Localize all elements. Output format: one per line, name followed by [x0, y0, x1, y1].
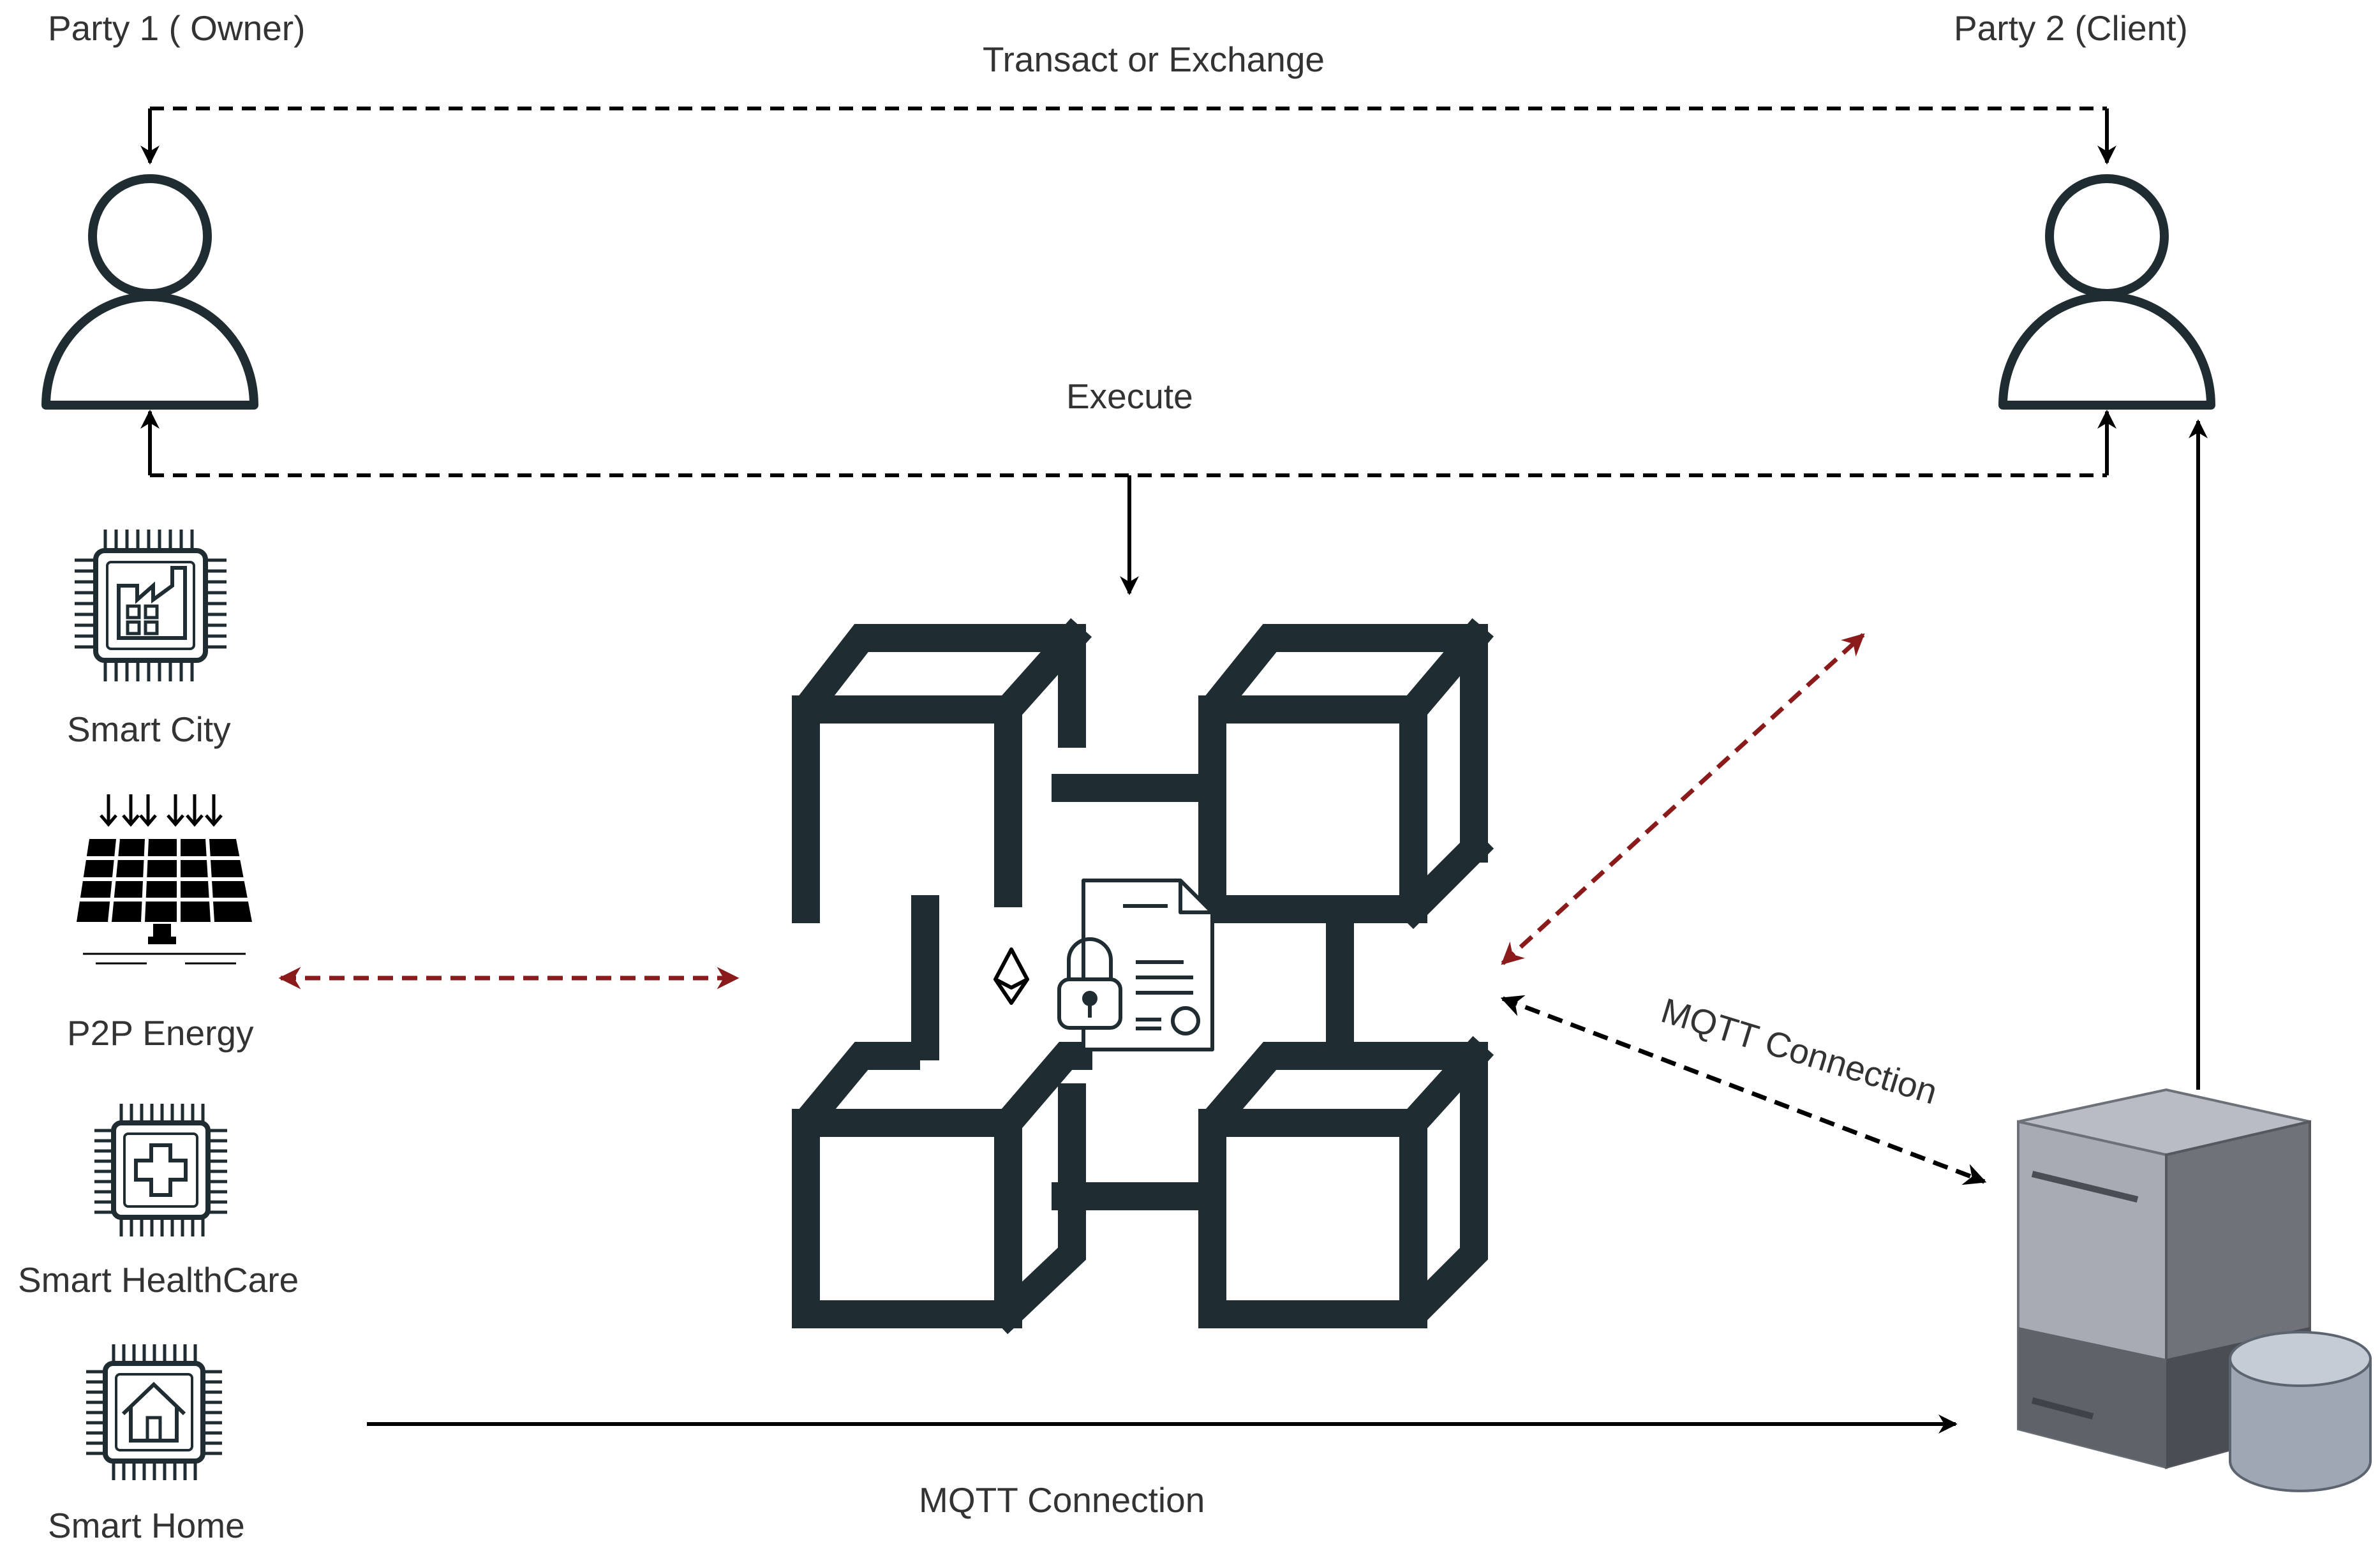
mqtt-server-label: MQTT Connection: [1656, 990, 1942, 1111]
party-owner-label: Party 1 ( Owner): [48, 8, 305, 48]
smart-healthcare-label: Smart HealthCare: [18, 1260, 299, 1300]
smart-home-label: Smart Home: [48, 1506, 245, 1545]
ethereum-icon: [993, 947, 1029, 1005]
smart-city-label: Smart City: [67, 709, 231, 749]
padlock-icon: [1057, 937, 1122, 1030]
blockchain-cube-bottom-right: [1198, 1035, 1494, 1328]
party-owner-person-icon: [41, 174, 258, 410]
transact-exchange-arrow: [140, 107, 2116, 165]
blockchain-cubes-icon: [792, 618, 1494, 1335]
smart-city-chip-factory-icon: [75, 530, 227, 681]
transact-label: Transact or Exchange: [983, 40, 1325, 79]
blockchain-cube-bottom-left: [792, 1042, 1092, 1335]
smart-home-chip-house-icon: [86, 1344, 222, 1480]
smart-contract-icon: [1057, 879, 1214, 1051]
p2p-energy-solar-panel-icon: [77, 794, 252, 965]
blockchain-cube-top-left: [792, 618, 1092, 923]
database-cylinder: [2229, 1331, 2372, 1492]
server-database-icon: [2017, 1088, 2372, 1492]
p2p-energy-label: P2P Energy: [67, 1013, 254, 1053]
mqtt-bottom-label: MQTT Connection: [919, 1480, 1205, 1520]
blockchain-cube-top-right: [1198, 618, 1494, 930]
party-client-label: Party 2 (Client): [1954, 8, 2188, 48]
execute-arrow: [140, 410, 2116, 595]
mqtt-server-blockchain-arrow: [1500, 995, 1987, 1185]
blockchain-external-arrow: [1501, 633, 1865, 965]
smart-healthcare-chip-medical-cross-icon: [94, 1104, 227, 1236]
party-client-person-icon: [1998, 174, 2215, 410]
execute-label: Execute: [1066, 376, 1193, 416]
